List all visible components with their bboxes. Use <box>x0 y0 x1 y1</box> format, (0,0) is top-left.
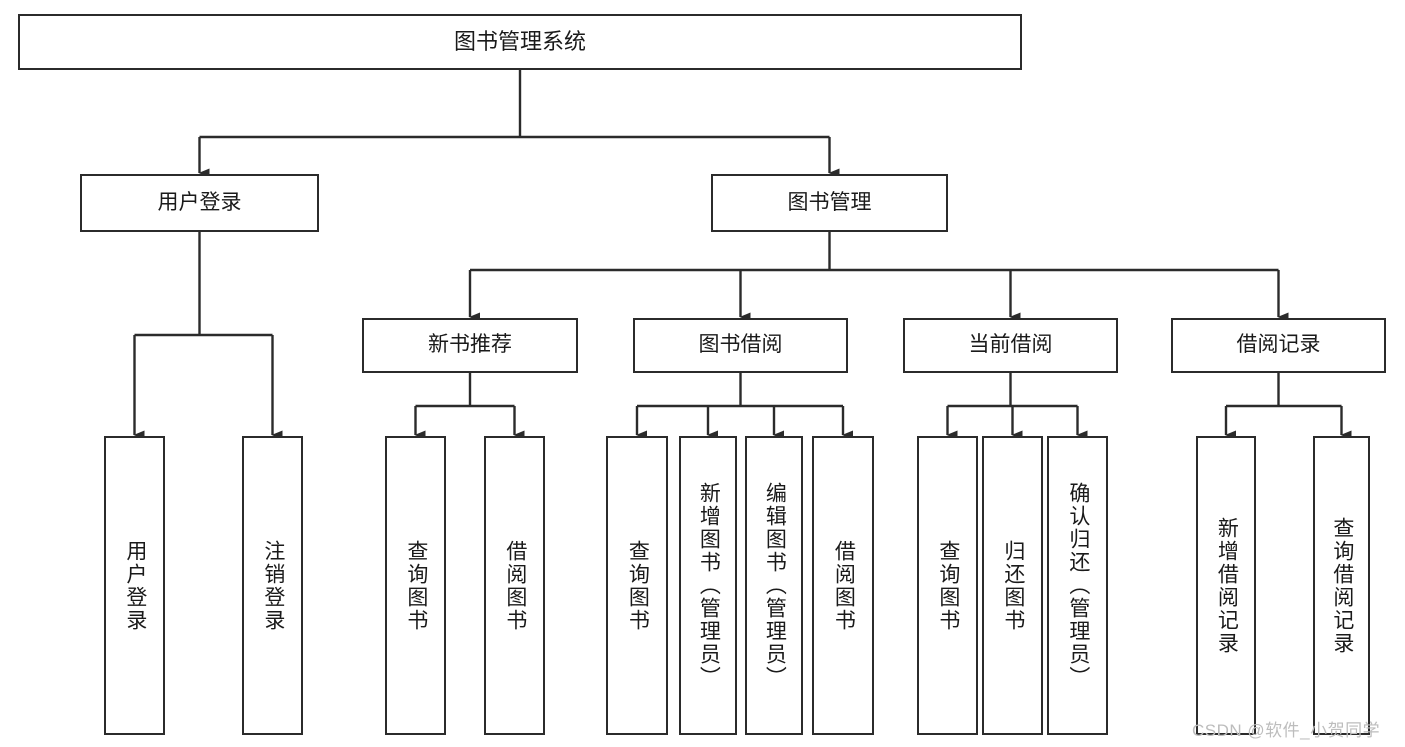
node-label-user-login: 用户登录 <box>157 190 242 214</box>
node-label-new-book-rec: 新书推荐 <box>428 333 512 357</box>
node-leaf-logout[interactable]: 注销登录 <box>242 436 303 735</box>
node-borrow-record[interactable]: 借阅记录 <box>1171 318 1386 373</box>
node-leaf-confirm-return[interactable]: 确认归还（管理员） <box>1047 436 1108 735</box>
node-label-leaf-borrow-book: 借阅图书 <box>832 539 856 632</box>
node-label-leaf-add-record: 新增借阅记录 <box>1215 516 1239 655</box>
node-leaf-return-book[interactable]: 归还图书 <box>982 436 1043 735</box>
node-label-leaf-edit-book: 编辑图书（管理员） <box>763 482 787 689</box>
node-label-leaf-query-book-borrow: 查询图书 <box>626 539 650 632</box>
node-label-book-borrow: 图书借阅 <box>698 333 783 357</box>
node-label-book-manage: 图书管理 <box>787 190 872 214</box>
node-label-leaf-borrow-book-rec: 借阅图书 <box>503 539 527 632</box>
node-label-leaf-return-book: 归还图书 <box>1001 539 1025 632</box>
edge-layer <box>133 70 1352 440</box>
node-leaf-user-login[interactable]: 用户登录 <box>104 436 165 735</box>
node-leaf-query-book-borrow[interactable]: 查询图书 <box>606 436 668 735</box>
node-book-borrow[interactable]: 图书借阅 <box>633 318 848 373</box>
node-label-root: 图书管理系统 <box>453 29 586 55</box>
node-leaf-edit-book[interactable]: 编辑图书（管理员） <box>745 436 803 735</box>
node-current-borrow[interactable]: 当前借阅 <box>903 318 1118 373</box>
node-label-leaf-query-book-rec: 查询图书 <box>404 539 428 632</box>
node-new-book-rec[interactable]: 新书推荐 <box>362 318 578 373</box>
node-leaf-query-record[interactable]: 查询借阅记录 <box>1313 436 1370 735</box>
node-label-leaf-add-book: 新增图书（管理员） <box>697 482 721 689</box>
node-label-leaf-user-login: 用户登录 <box>123 539 147 632</box>
csdn-watermark: CSDN @软件_小贺同学 <box>1192 721 1381 740</box>
node-label-leaf-query-book-cur: 查询图书 <box>936 539 960 632</box>
node-label-leaf-confirm-return: 确认归还（管理员） <box>1066 482 1090 689</box>
node-leaf-add-book[interactable]: 新增图书（管理员） <box>679 436 737 735</box>
node-root[interactable]: 图书管理系统 <box>18 14 1022 70</box>
node-leaf-borrow-book[interactable]: 借阅图书 <box>812 436 874 735</box>
node-leaf-borrow-book-rec[interactable]: 借阅图书 <box>484 436 545 735</box>
node-label-borrow-record: 借阅记录 <box>1236 333 1321 357</box>
node-label-leaf-logout: 注销登录 <box>261 539 285 632</box>
node-leaf-query-book-cur[interactable]: 查询图书 <box>917 436 978 735</box>
node-leaf-add-record[interactable]: 新增借阅记录 <box>1196 436 1256 735</box>
node-label-leaf-query-record: 查询借阅记录 <box>1330 516 1354 655</box>
node-leaf-query-book-rec[interactable]: 查询图书 <box>385 436 446 735</box>
node-label-current-borrow: 当前借阅 <box>968 333 1053 357</box>
node-book-manage[interactable]: 图书管理 <box>711 174 948 232</box>
node-user-login[interactable]: 用户登录 <box>80 174 319 232</box>
